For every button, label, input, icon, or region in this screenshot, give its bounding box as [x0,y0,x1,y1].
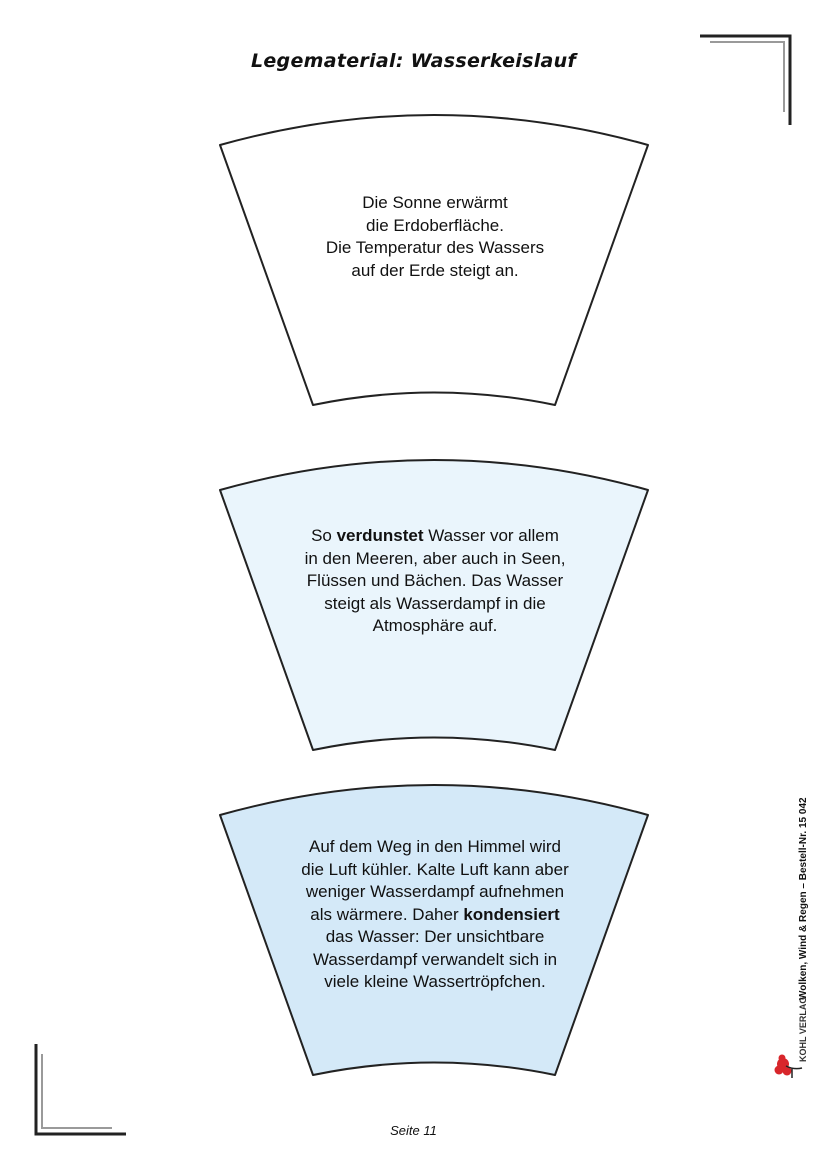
card-text: So verdunstet Wasser vor allem in den Me… [280,525,590,638]
corner-mark-top-right [700,34,792,125]
card-line: So verdunstet Wasser vor allem [280,525,590,548]
card-text-normal: So [311,526,337,545]
card-text-normal: als wärmere. Daher [310,904,464,924]
card-text: Die Sonne erwärmt die Erdoberfläche. Die… [280,192,590,282]
card-line: steigt als Wasserdampf in die [324,593,546,613]
card-text-normal: Wasser vor allem [423,526,559,545]
card-fan-shape [219,114,649,406]
card-line: Wasserdampf verwandelt sich in [312,949,558,969]
card-shape [219,459,649,751]
card-line: Die Sonne erwärmt [362,193,508,212]
card-keyword: kondensiert [463,904,560,924]
card-line: als wärmere. Daher kondensiert [280,904,590,927]
card-line: Flüssen und Bächen. Das Wasser [306,571,564,590]
card-fan-shape [219,784,649,1076]
card-line: viele kleine Wassertröpfchen. [324,972,546,991]
card-line: Die Temperatur des Wassers [325,238,545,257]
card-keyword: verdunstet [336,526,424,545]
card-line: die Erdoberfläche. [366,215,504,235]
card-line: auf der Erde steigt an. [351,260,519,280]
card-line: in den Meeren, aber auch in Seen, [304,548,566,568]
card-fan-shape [219,459,649,751]
card-evaporation: So verdunstet Wasser vor allem in den Me… [210,450,660,751]
card-shape [219,114,649,406]
card-line: Atmosphäre auf. [372,616,498,635]
card-line: die Luft kühler. Kalte Luft kann aber [301,859,569,879]
card-line: das Wasser: Der unsichtbare [325,927,545,946]
card-sun-warms: Die Sonne erwärmt die Erdoberfläche. Die… [210,105,660,406]
page-title: Legematerial: Wasserkeislauf [250,50,577,72]
publisher-logo-icon [774,1054,803,1078]
card-line: weniger Wasserdampf aufnehmen [305,882,565,901]
card-line: Auf dem Weg in den Himmel wird [309,837,561,856]
side-order-note: Wolken, Wind & Regen – Bestell-Nr. 15 04… [798,797,809,1000]
page-number: Seite 11 [390,1123,437,1138]
publisher-name: KOHL VERLAG [798,996,808,1062]
card-shape [219,784,649,1076]
card-condensation: Auf dem Weg in den Himmel wird die Luft … [210,775,660,1076]
card-text: Auf dem Weg in den Himmel wird die Luft … [280,836,590,994]
corner-mark-bottom-left [34,1044,126,1136]
